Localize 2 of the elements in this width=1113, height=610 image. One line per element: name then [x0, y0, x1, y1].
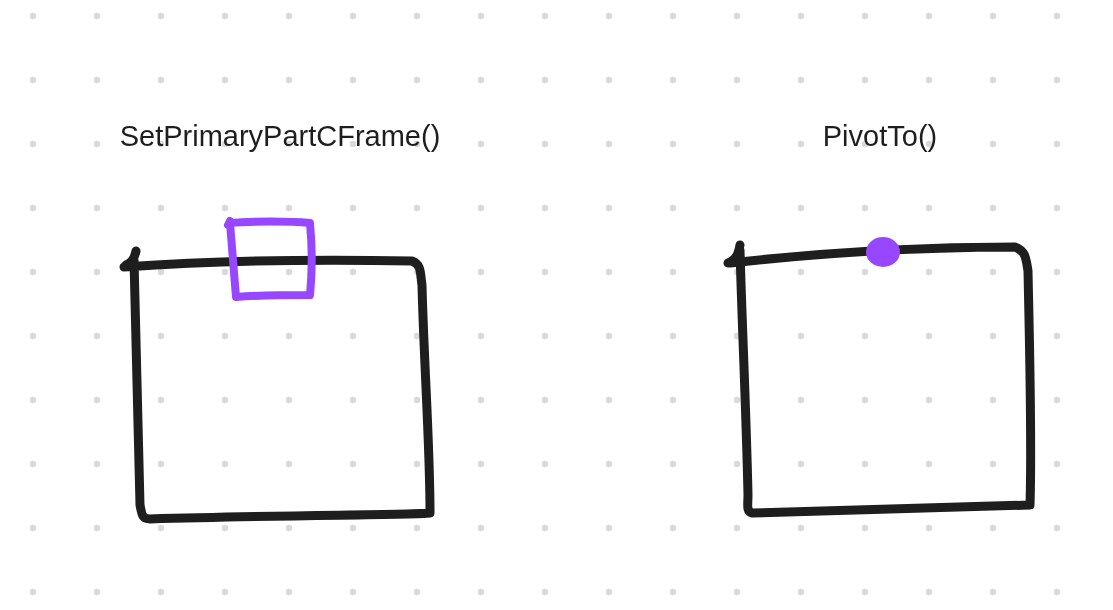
method-heading: SetPrimaryPartCFrame()	[119, 120, 441, 152]
method-heading: PivotTo()	[822, 120, 938, 152]
